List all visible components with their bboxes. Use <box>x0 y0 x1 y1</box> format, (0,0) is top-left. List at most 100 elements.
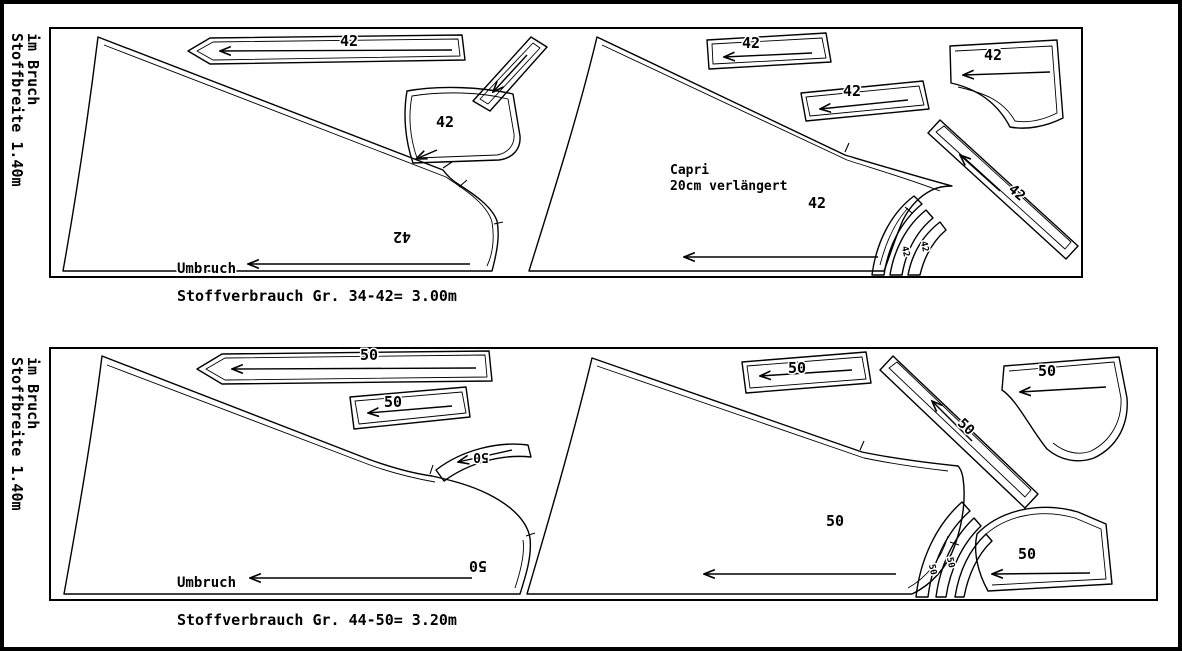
facing-strip-pieces: 42 42 <box>871 195 947 276</box>
fold-label: im Bruch <box>24 357 42 429</box>
grainline-arrow <box>760 369 853 376</box>
seam-line <box>196 38 461 61</box>
waistband-piece-right-1: 42 <box>706 32 832 70</box>
seam-line <box>935 125 1072 250</box>
seam-line <box>1008 361 1122 454</box>
notch-marks <box>442 161 504 225</box>
seam-line <box>982 513 1107 586</box>
seam-line <box>601 44 941 266</box>
size-label: 42 <box>899 245 911 258</box>
seam-line <box>888 361 1032 498</box>
pattern-outline <box>706 32 832 70</box>
size-label: 42 <box>340 32 358 50</box>
pattern-outline <box>800 80 930 122</box>
size-label: 42 <box>984 46 1002 64</box>
waistband-piece-right: 50 <box>741 351 872 394</box>
fold-edge-label: Umbruch <box>177 261 236 277</box>
seam-line <box>103 44 494 267</box>
size-label: 50 <box>944 556 956 569</box>
seam-line <box>805 85 925 117</box>
pattern-outline <box>63 355 532 595</box>
seam-line <box>409 92 515 159</box>
grainline-arrow <box>820 99 909 109</box>
trouser-piece-left: 50 <box>63 355 536 595</box>
pattern-outline <box>404 86 521 164</box>
facing-strip-outline <box>889 209 934 276</box>
notch-marks <box>844 142 913 214</box>
pattern-outline <box>349 386 471 430</box>
pattern-outline <box>949 39 1064 129</box>
pattern-outline <box>528 36 953 272</box>
fabric-panel-border-bottom <box>49 347 1158 601</box>
pocket-piece-right-bottom: 50 <box>974 506 1113 592</box>
trouser-piece-center: Capri 20cm verlängert 42 <box>528 36 953 272</box>
grainline-arrow <box>724 53 813 57</box>
pattern-outline <box>62 36 499 272</box>
fold-edge-label: Umbruch <box>177 575 236 591</box>
waistband-piece-small: 50 <box>349 386 471 430</box>
size-label: 50 <box>826 512 844 530</box>
fly-strip-piece <box>472 36 548 112</box>
curved-strip-piece: 50 <box>435 443 532 482</box>
seam-line <box>354 391 467 425</box>
fabric-width-label: Stoffbreite 1.40m <box>8 33 26 187</box>
size-label: 50 <box>360 346 378 364</box>
fold-label: im Bruch <box>24 33 42 105</box>
fabric-usage-top: Stoffverbrauch Gr. 34-42= 3.00m <box>177 287 457 305</box>
grainline-arrow <box>368 405 453 413</box>
size-label: 42 <box>918 240 930 253</box>
grainline-arrow <box>932 401 973 442</box>
pattern-outline <box>435 443 532 482</box>
grainline-arrow <box>220 50 453 51</box>
size-label: 42 <box>393 228 411 246</box>
size-label: 42 <box>843 82 861 100</box>
size-label: 50 <box>788 359 806 377</box>
grainline-arrow <box>232 368 477 369</box>
size-label: 50 <box>473 449 489 464</box>
pattern-outline <box>472 36 548 112</box>
seam-line <box>711 37 827 65</box>
facing-strip-outline <box>915 501 971 598</box>
grainline-arrow <box>416 149 438 159</box>
fabric-usage-bottom: Stoffverbrauch Gr. 44-50= 3.20m <box>177 611 457 629</box>
pattern-outline <box>1001 356 1128 462</box>
size-label: 42 <box>742 34 760 52</box>
size-label: 50 <box>1018 545 1036 563</box>
seam-line <box>746 356 867 389</box>
seam-line <box>106 364 524 589</box>
seam-line <box>479 42 541 105</box>
facing-strip-outline <box>954 533 993 598</box>
grainline-arrow <box>992 573 1091 574</box>
facing-strip-pieces: 50 50 <box>915 501 993 598</box>
grainline-arrow <box>1020 387 1107 392</box>
pocket-piece-middle: 42 <box>404 86 521 164</box>
waistband-piece-long: 42 <box>187 31 466 65</box>
grainline-arrow <box>960 155 1001 192</box>
size-label: 42 <box>808 194 826 212</box>
facing-strip-outline <box>935 517 982 598</box>
grainline-arrow <box>493 54 528 92</box>
fabric-panel-border-top <box>49 27 1083 278</box>
waistband-piece-right-2: 42 <box>800 80 930 122</box>
pattern-outline <box>187 34 466 65</box>
style-note-line2: 20cm verlängert <box>670 179 787 194</box>
size-label: 50 <box>469 557 487 575</box>
size-label: 50 <box>926 563 938 576</box>
fabric-width-label: Stoffbreite 1.40m <box>8 357 26 511</box>
grainline-arrow <box>458 449 513 462</box>
size-label: 50 <box>384 393 402 411</box>
seam-line <box>205 354 488 381</box>
trouser-piece-left: 42 <box>62 36 504 272</box>
pattern-outline <box>879 355 1039 509</box>
waistband-piece-long: 50 <box>196 345 493 385</box>
notch-marks <box>429 464 536 537</box>
pocket-piece-right-top: 50 <box>1001 356 1128 462</box>
size-label: 42 <box>436 113 454 131</box>
size-label: 50 <box>1038 362 1056 380</box>
pattern-outline <box>974 506 1113 592</box>
facing-strip-outline <box>907 221 947 276</box>
pattern-outline <box>741 351 872 394</box>
notch-marks <box>859 440 960 546</box>
